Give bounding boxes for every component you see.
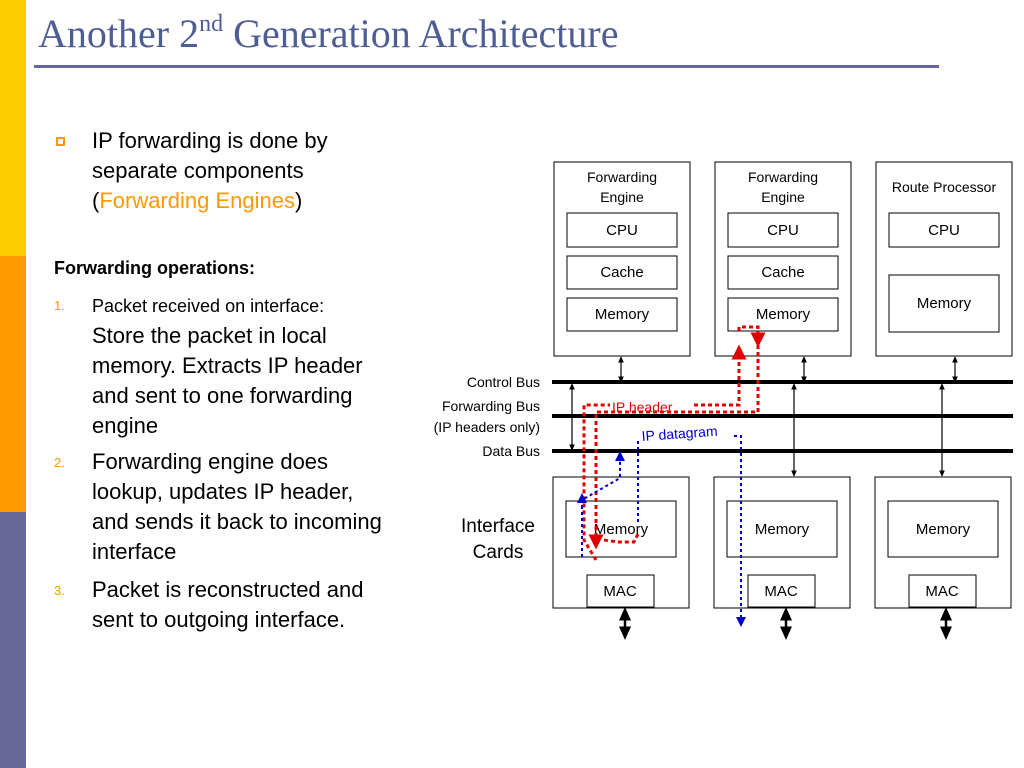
list-item-1-rest: Store the packet in local memory. Extrac…: [92, 323, 363, 438]
interface-cards-label-line1: Interface: [461, 516, 535, 537]
bullet-text-after: ): [295, 188, 303, 213]
list-number-1: 1.: [54, 298, 65, 313]
engine-1-cache-box: [566, 255, 678, 290]
route-processor-cpu-label: CPU: [928, 222, 960, 239]
slide-title: Another 2nd Generation Architecture: [38, 12, 618, 56]
engine-2-cache-label: Cache: [761, 264, 804, 281]
card-2-memory-box: [726, 500, 838, 558]
title-rest: Generation Architecture: [223, 11, 619, 56]
operations-heading: Forwarding operations:: [54, 258, 256, 278]
ip-header-label: IP header: [612, 399, 673, 415]
engine-1-cache-label: Cache: [600, 264, 643, 281]
ip-header-path-loop: [737, 325, 766, 348]
bullet-highlight: Forwarding Engines: [99, 188, 295, 213]
ip-datagram-path-up: [581, 451, 625, 557]
interface-cards-label-line2: Cards: [473, 542, 524, 563]
route-processor-cpu-box: [888, 212, 1000, 248]
data-bus-label: Data Bus: [482, 443, 540, 459]
engine-1-cpu-label: CPU: [606, 222, 638, 239]
sidebar-stripe-bottom: [0, 512, 26, 768]
buses: Control Bus Forwarding Bus (IP headers o…: [434, 374, 1013, 459]
card-3-mac-box: [908, 574, 977, 608]
card-3-memory-label: Memory: [916, 521, 971, 538]
ip-header-path-to-engine: [694, 344, 747, 407]
ip-header-return-hook: [603, 533, 640, 544]
list-number-3: 3.: [54, 583, 65, 598]
engine-1-cpu-box: [566, 212, 678, 248]
list-item-1: Packet received on interface: Store the p…: [92, 290, 392, 441]
control-bus-label: Control Bus: [467, 374, 540, 390]
forwarding-engine-2: Forwarding Engine CPU Cache Memory: [714, 161, 852, 357]
engine-2-memory-label: Memory: [756, 306, 811, 323]
card-3-mac-label: MAC: [925, 583, 959, 600]
title-main: Another 2: [38, 11, 200, 56]
engine-2-title-line1: Forwarding: [748, 169, 818, 185]
engine-2-cpu-box: [727, 212, 839, 248]
sidebar-stripe-top: [0, 0, 26, 256]
ip-header-path-up: [582, 403, 610, 561]
card-1-memory-label: Memory: [594, 521, 649, 538]
list-item-1-first-line: Packet received on interface:: [92, 296, 325, 316]
ip-datagram-label: IP datagram: [641, 423, 718, 444]
route-processor: Route Processor CPU Memory: [875, 161, 1013, 357]
forwarding-bus-sublabel: (IP headers only): [434, 419, 540, 435]
engine-2-cache-box: [727, 255, 839, 290]
engine-1-memory-label: Memory: [595, 306, 650, 323]
main-bullet: IP forwarding is done by separate compon…: [92, 126, 392, 216]
list-item-2: Forwarding engine does lookup, updates I…: [92, 449, 382, 564]
engine-1-memory-box: [566, 297, 678, 332]
square-bullet-icon: [56, 137, 65, 146]
forwarding-bus-label: Forwarding Bus: [442, 398, 540, 414]
bus-connectors: [569, 356, 958, 477]
engine-2-title-line2: Engine: [761, 189, 805, 205]
card-2-memory-label: Memory: [755, 521, 810, 538]
sidebar-stripe-middle: [0, 256, 26, 512]
external-port-arrows: [619, 607, 952, 640]
forwarding-engine-1: Forwarding Engine CPU Cache Memory: [553, 161, 691, 357]
title-underline: [34, 65, 939, 68]
ip-header-path-back: [588, 331, 760, 550]
list-number-2: 2.: [54, 455, 65, 470]
card-3-memory-box: [887, 500, 999, 558]
card-2-mac-label: MAC: [764, 583, 798, 600]
ip-datagram-path-out: [734, 435, 746, 627]
route-processor-title: Route Processor: [892, 179, 997, 195]
interface-card-2: Memory MAC: [713, 476, 851, 609]
engine-1-title-line2: Engine: [600, 189, 644, 205]
ip-datagram-path: [577, 435, 746, 627]
route-processor-memory-label: Memory: [917, 295, 972, 312]
engine-2-cpu-label: CPU: [767, 222, 799, 239]
engine-1-title-line1: Forwarding: [587, 169, 657, 185]
card-1-mac-box: [586, 574, 655, 608]
engine-2-memory-box: [727, 297, 839, 332]
route-processor-memory-box: [888, 274, 1000, 333]
list-item-3: Packet is reconstructed and sent to outg…: [92, 577, 364, 632]
bullet-text-before: IP forwarding is done by separate compon…: [92, 128, 328, 213]
ip-header-path: [582, 325, 766, 561]
title-superscript: nd: [199, 11, 224, 37]
card-1-mac-label: MAC: [603, 583, 637, 600]
interface-card-3: Memory MAC: [874, 476, 1012, 609]
